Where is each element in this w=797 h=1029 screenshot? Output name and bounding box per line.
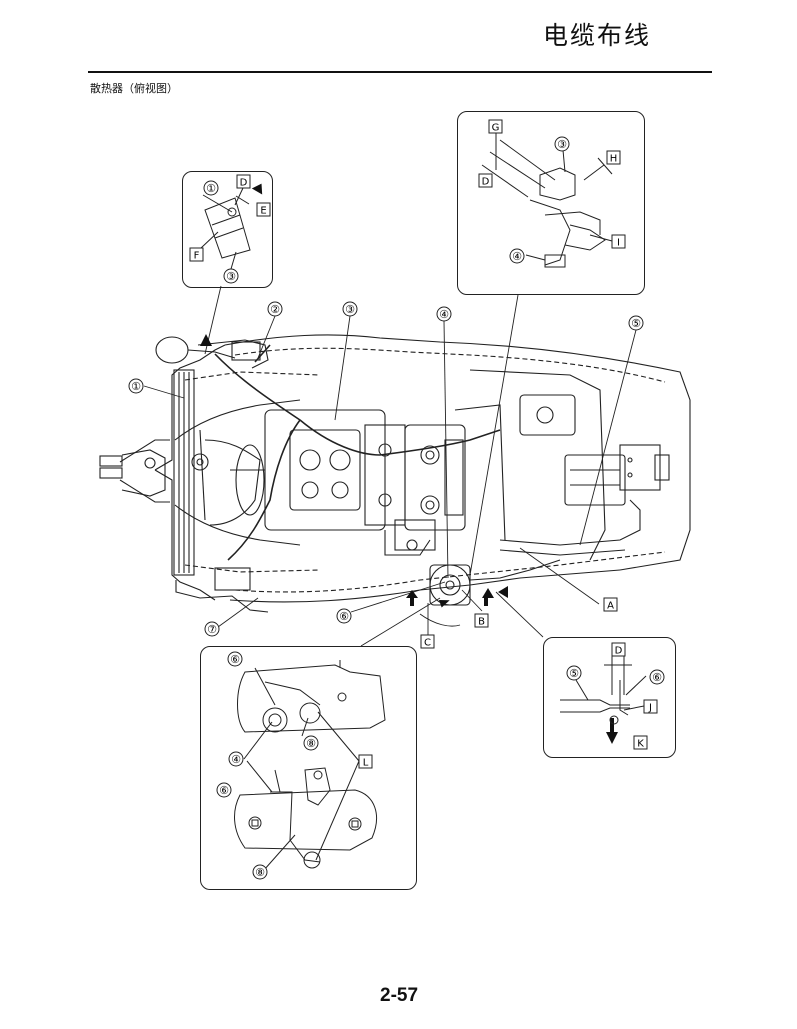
inset-bottom-center-drawing [234,660,386,871]
callout-4-main: ④ [436,306,452,322]
svg-text:C: C [424,638,431,649]
callout-6-inset-bc-top: ⑥ [227,651,243,667]
svg-text:⑥: ⑥ [219,784,229,797]
svg-text:J: J [648,703,652,714]
svg-text:D: D [615,646,623,657]
svg-text:①: ① [131,380,141,393]
svg-text:⑧: ⑧ [255,866,265,879]
svg-text:⑥: ⑥ [339,610,349,623]
svg-text:③: ③ [226,270,236,283]
section-caption: 散热器（俯视图） [90,82,178,95]
callout-8-inset-bc-top: ⑧ [303,735,319,751]
callout-5-inset-br: ⑤ [566,665,582,681]
callout-6-inset-bc-bottom: ⑥ [216,782,232,798]
callout-markers: ① ② ③ ④ ⑤ ⑥ ⑦ ① ③ ③ ④ ⑤ ⑥ ⑥ ④ ⑧ ⑥ ⑧ [128,136,665,880]
hose-lower [429,559,561,606]
label-D-inset-tl: D [236,174,251,189]
page-number: 2-57 [380,985,419,1006]
callout-3-main: ③ [342,301,358,317]
svg-text:A: A [607,601,614,612]
label-L: L [358,754,373,769]
svg-text:④: ④ [439,308,449,321]
callout-1-main: ① [128,378,144,394]
letter-labels: A B C D E F G D H I D J K L [189,119,658,769]
arrows [200,183,618,744]
callout-6-main: ⑥ [336,608,352,624]
svg-text:①: ① [206,182,216,195]
rear-frame [469,369,670,561]
label-I: I [611,234,626,249]
label-B: B [474,613,489,628]
radiator [155,336,269,613]
callout-1-inset-tl: ① [203,180,219,196]
svg-text:E: E [260,206,266,217]
label-J: J [643,699,658,714]
callout-4-inset-bc: ④ [228,751,244,767]
svg-text:L: L [363,758,369,769]
label-D-inset-br: D [611,642,626,657]
callout-3-inset-tl: ③ [223,268,239,284]
svg-text:⑥: ⑥ [652,671,662,684]
engine [230,409,436,556]
svg-text:K: K [637,739,644,750]
inset-top-left-drawing [200,187,251,270]
page-title: 电缆布线 [543,21,652,50]
svg-text:②: ② [270,303,280,316]
inset-panel-top-right [457,111,645,295]
label-G: G [488,119,503,134]
svg-text:⑦: ⑦ [207,623,217,636]
svg-text:D: D [240,178,248,189]
callout-6-inset-br: ⑥ [649,669,665,685]
cable-harness [214,344,501,561]
svg-text:⑧: ⑧ [306,737,316,750]
callout-8-inset-bc-bottom: ⑧ [252,864,268,880]
svg-text:⑥: ⑥ [230,653,240,666]
frame-tubes [174,399,301,546]
callout-7-main: ⑦ [204,621,220,637]
svg-text:I: I [617,238,620,249]
svg-text:③: ③ [345,303,355,316]
label-D-inset-tr: D [478,173,493,188]
label-C: C [420,634,435,649]
inset-bottom-right-drawing [560,656,647,725]
callout-5-main: ⑤ [628,315,644,331]
callout-2-main: ② [267,301,283,317]
svg-text:④: ④ [512,250,522,263]
inset-top-right-drawing [481,133,613,268]
front-headstock [99,439,170,503]
svg-text:F: F [194,251,200,262]
label-F: F [189,247,204,262]
callout-3-inset-tr: ③ [554,136,570,152]
svg-text:③: ③ [557,138,567,151]
label-H: H [606,150,621,165]
label-K: K [633,735,648,750]
svg-text:B: B [478,617,485,628]
frame-outline [154,334,691,603]
svg-text:D: D [482,177,490,188]
label-E: E [256,202,271,217]
svg-text:⑤: ⑤ [631,317,641,330]
callout-4-inset-tr: ④ [509,248,525,264]
svg-text:G: G [492,123,500,134]
title-rule [88,71,712,73]
svg-text:H: H [610,154,618,165]
throttle-body [404,404,506,541]
svg-text:⑤: ⑤ [569,667,579,680]
label-A: A [603,597,618,612]
svg-text:④: ④ [231,753,241,766]
